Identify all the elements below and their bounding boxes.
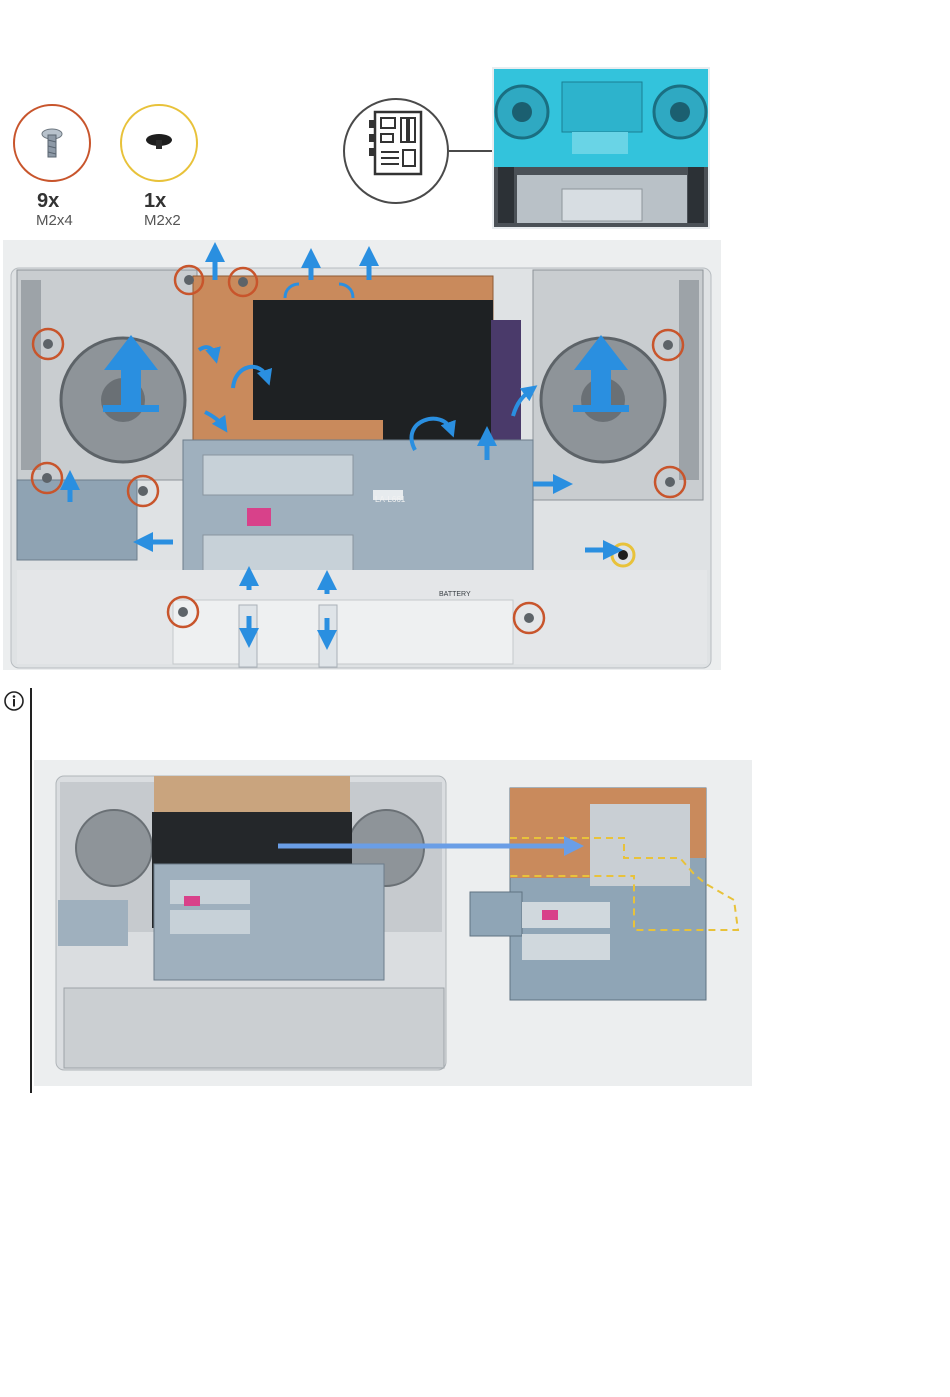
- screw-m2x4-badge: [13, 104, 91, 182]
- system-board-icon: [343, 98, 449, 204]
- screw-m2x4-icon: [15, 106, 89, 180]
- board-label-battery: BATTERY: [439, 591, 471, 598]
- screw-m2x2-type: M2x2: [144, 212, 181, 229]
- screw-m2x2-count: 1x: [144, 190, 166, 213]
- note-rule: [30, 688, 32, 1093]
- location-thumbnail: [492, 67, 710, 229]
- info-icon: [3, 690, 25, 717]
- system-board-removal-diagram: LA-L661 BATTERY: [3, 240, 721, 670]
- screw-m2x2-badge: [120, 104, 198, 182]
- screw-m2x2-icon: [122, 106, 196, 180]
- screw-m2x4-type: M2x4: [36, 212, 73, 229]
- screw-m2x4-count: 9x: [37, 190, 59, 213]
- system-board-assembly-diagram: [34, 760, 752, 1086]
- board-label-la: LA-L661: [375, 495, 406, 504]
